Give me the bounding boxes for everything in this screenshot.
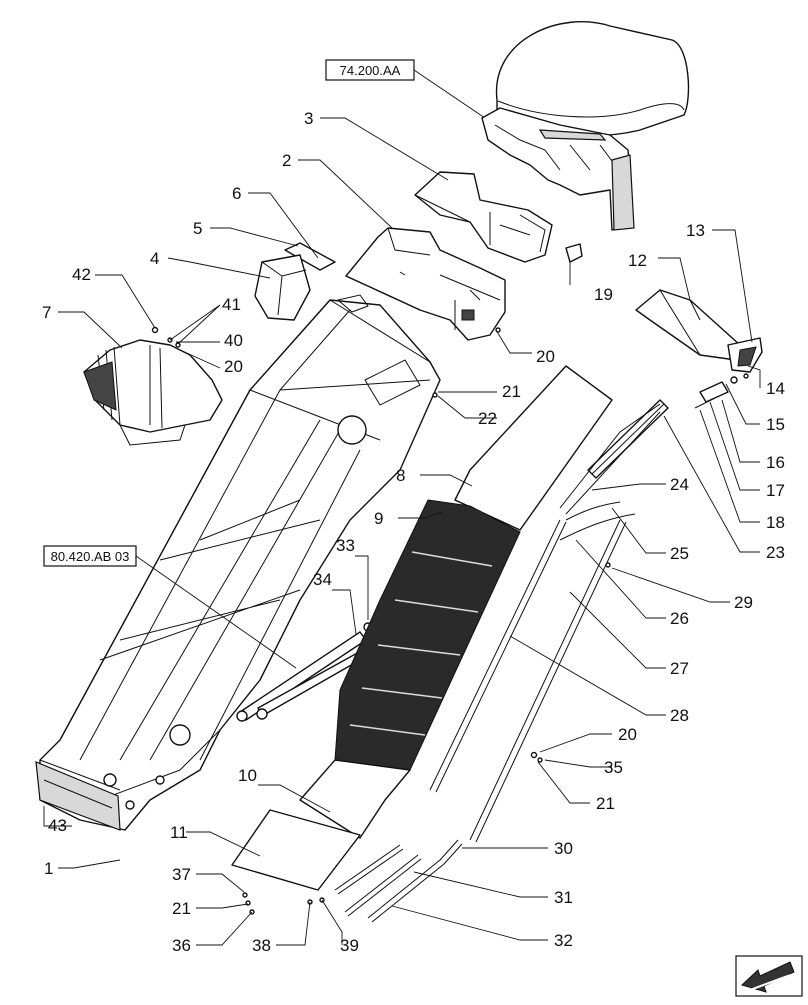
callout-13: 13 [686,221,705,240]
part-2-upper-hood [345,227,506,341]
callout-24: 24 [670,475,689,494]
part-4-bracket [254,254,311,321]
reference-80-420-ab-03[interactable]: 80.420.AB 03 [43,545,297,669]
callout-10: 10 [238,766,257,785]
fasteners [151,326,611,915]
callout-36: 36 [172,936,191,955]
callout-16: 16 [766,453,785,472]
callout-18: 18 [766,513,785,532]
callout-25: 25 [670,544,689,563]
callout-21-mid: 21 [502,382,521,401]
part-24-rail [587,399,669,479]
svg-text:80.420.AB 03: 80.420.AB 03 [51,549,130,564]
part-9-mesh-screen [334,499,521,771]
callout-1: 1 [44,859,53,878]
part-7-fan-housing [83,339,223,446]
callout-labels: 3 2 6 5 4 42 7 41 40 20 20 21 22 19 12 1… [42,109,785,955]
callout-31: 31 [554,888,573,907]
part-3-top-chute [414,171,553,263]
grain-tank-dome [481,21,690,231]
reference-74-200-aa[interactable]: 74.200.AA [325,59,486,119]
callout-4: 4 [150,249,159,268]
callout-33: 33 [336,536,355,555]
part-12-bracket [635,289,741,361]
part-11-bottom-plate [231,809,361,891]
leader-lines [43,117,761,946]
callout-27: 27 [670,659,689,678]
callout-6: 6 [232,184,241,203]
callout-32: 32 [554,931,573,950]
callout-26: 26 [670,609,689,628]
callout-11: 11 [170,823,188,842]
callout-20-right: 20 [618,725,637,744]
callout-28: 28 [670,706,689,725]
callout-19: 19 [594,285,613,304]
callout-14: 14 [766,379,785,398]
callout-30: 30 [554,839,573,858]
callout-5: 5 [193,219,202,238]
callout-38: 38 [252,936,271,955]
callout-41: 41 [222,295,241,314]
callout-40: 40 [224,331,243,350]
callout-15: 15 [766,415,785,434]
svg-text:74.200.AA: 74.200.AA [340,63,401,78]
callout-9: 9 [374,509,383,528]
callout-3: 3 [304,109,313,128]
arrow-back-icon [741,961,795,993]
callout-29: 29 [734,593,753,612]
part-8-upper-cover [454,365,613,531]
callout-7: 7 [42,303,51,322]
part-27-28-long-rails [429,519,627,843]
part-25-26-rails [559,501,636,541]
part-13-clamp [727,337,763,373]
elevator-frame [35,294,441,831]
navigation-arrow-button[interactable] [735,955,803,997]
callout-21-bottom: 21 [172,899,191,918]
callout-2: 2 [282,151,291,170]
callout-23: 23 [766,543,785,562]
callout-21-right: 21 [596,794,615,813]
callout-39: 39 [340,936,359,955]
callout-20-mid: 20 [536,347,555,366]
callout-42: 42 [72,265,91,284]
callout-8: 8 [396,466,405,485]
part-23-strip [559,403,661,515]
callout-43: 43 [48,816,67,835]
part-19-knob [565,243,583,263]
callout-12: 12 [628,251,647,270]
callout-34: 34 [313,570,332,589]
callout-20-left: 20 [224,357,243,376]
callout-17: 17 [766,481,785,500]
part-16-18-hardware [694,373,749,409]
part-30-32-short-rails [334,839,463,923]
callout-22: 22 [478,409,497,428]
callout-35: 35 [604,758,623,777]
callout-37: 37 [172,865,191,884]
